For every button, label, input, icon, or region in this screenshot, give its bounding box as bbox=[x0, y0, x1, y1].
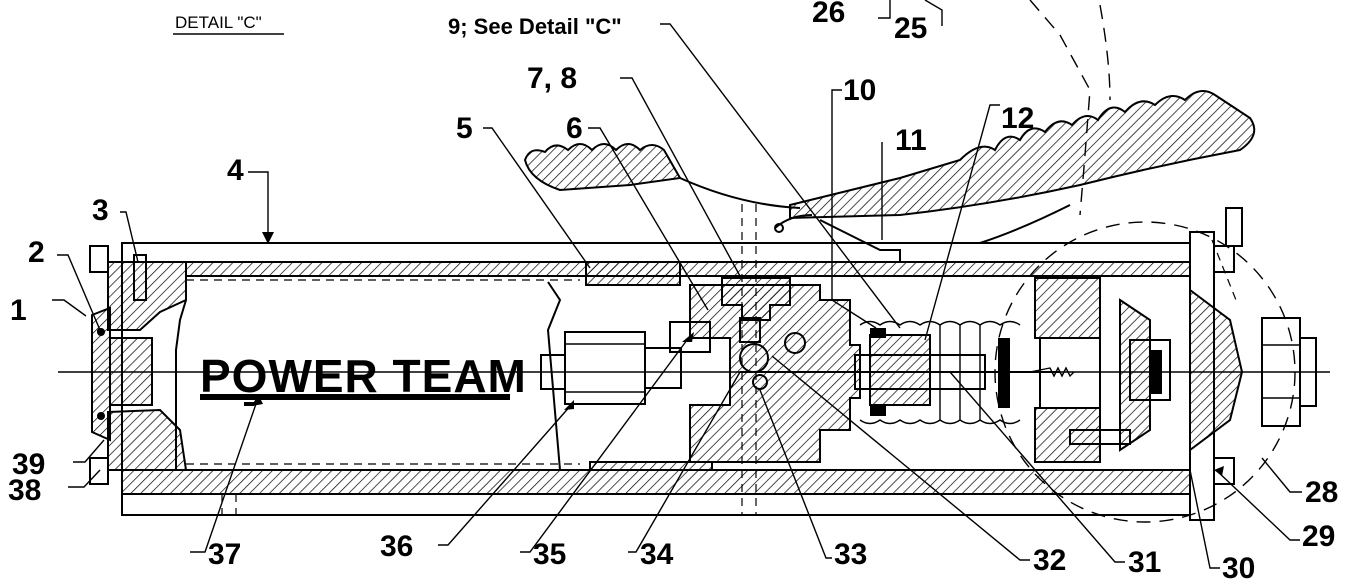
pump-block bbox=[669, 277, 861, 463]
power-team-logo: POWER TEAM bbox=[200, 350, 527, 406]
leader-lines bbox=[52, 0, 1302, 569]
label-part-11: 11 bbox=[895, 124, 927, 157]
label-part-31: 31 bbox=[1128, 546, 1161, 579]
label-part-29: 29 bbox=[1302, 520, 1335, 553]
label-part-12: 12 bbox=[1001, 102, 1034, 135]
label-part-1: 1 bbox=[10, 294, 27, 327]
foot-pedal bbox=[523, 90, 1256, 262]
label-part-3: 3 bbox=[92, 194, 109, 227]
label-part-28: 28 bbox=[1305, 476, 1338, 509]
label-part-26: 26 bbox=[812, 0, 845, 29]
release-valve-block bbox=[1029, 277, 1244, 463]
left-end-cap bbox=[89, 245, 188, 485]
label-part-33: 33 bbox=[834, 538, 867, 571]
piston-spring-assembly bbox=[740, 320, 1060, 425]
label-part-5: 5 bbox=[456, 112, 473, 145]
detail-caption: DETAIL "C" bbox=[173, 13, 284, 35]
label-part-37: 37 bbox=[208, 538, 241, 571]
part-labels: 1 2 3 4 5 6 7, 8 9; See Detail "C" 10 11… bbox=[8, 0, 1338, 582]
label-part-34: 34 bbox=[640, 538, 674, 571]
reservoir-cylinder bbox=[175, 261, 713, 471]
phantom-pedal-outline bbox=[994, 0, 1296, 523]
label-part-35: 35 bbox=[533, 538, 566, 571]
label-part-10: 10 bbox=[843, 74, 876, 107]
right-end-cap bbox=[1189, 207, 1317, 521]
label-part-2: 2 bbox=[28, 236, 45, 269]
label-part-7-8: 7, 8 bbox=[527, 62, 577, 95]
label-part-4: 4 bbox=[227, 154, 244, 187]
label-part-25: 25 bbox=[894, 12, 927, 45]
svg-text:DETAIL "C": DETAIL "C" bbox=[175, 13, 262, 32]
label-part-39: 39 bbox=[12, 448, 45, 481]
label-part-6: 6 bbox=[566, 112, 583, 145]
hose-fitting bbox=[540, 331, 682, 405]
svg-text:POWER TEAM: POWER TEAM bbox=[200, 350, 527, 402]
label-part-32: 32 bbox=[1033, 544, 1066, 577]
label-part-36: 36 bbox=[380, 530, 413, 563]
label-part-30: 30 bbox=[1222, 552, 1255, 582]
label-part-9: 9; See Detail "C" bbox=[448, 14, 622, 39]
label-part-38: 38 bbox=[8, 474, 41, 507]
